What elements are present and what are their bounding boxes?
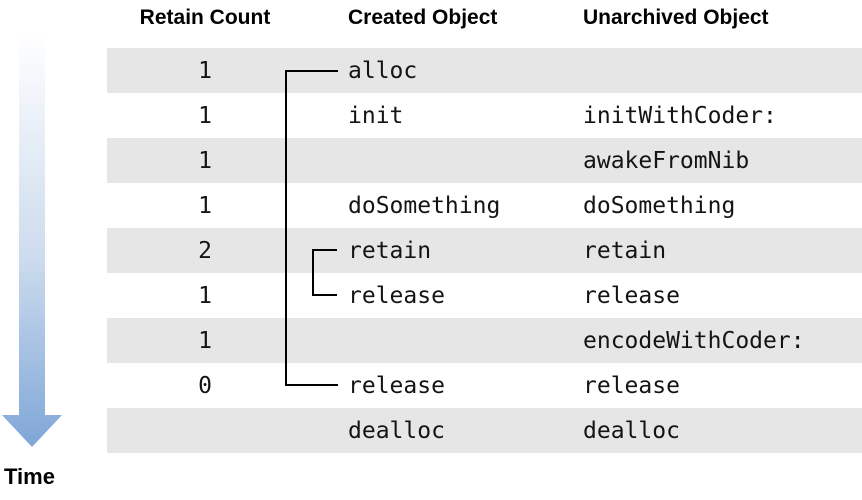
unarchived-object-method: awakeFromNib bbox=[583, 147, 750, 174]
unarchived-object-method: release bbox=[583, 372, 680, 399]
unarchived-object-method: retain bbox=[583, 237, 667, 264]
unarchived-object-method: release bbox=[583, 282, 680, 309]
table-row: 1 encodeWithCoder: bbox=[107, 318, 862, 363]
time-arrow-icon bbox=[2, 30, 62, 447]
table-row: 1 release release bbox=[107, 273, 862, 318]
retain-count-value: 1 bbox=[198, 327, 212, 354]
created-object-method: init bbox=[348, 102, 404, 129]
unarchived-object-method: initWithCoder: bbox=[583, 102, 777, 129]
created-object-method: alloc bbox=[348, 57, 418, 84]
retain-count-value: 1 bbox=[198, 102, 212, 129]
table-row: 0 release release bbox=[107, 363, 862, 408]
time-arrow bbox=[1, 30, 63, 450]
table-row: 1 init initWithCoder: bbox=[107, 93, 862, 138]
column-header-unarchived-object: Unarchived Object bbox=[583, 6, 769, 29]
table-row: 1 alloc bbox=[107, 48, 862, 93]
created-object-method: dealloc bbox=[348, 417, 445, 444]
retain-count-value: 2 bbox=[198, 237, 212, 264]
retain-count-value: 1 bbox=[198, 282, 212, 309]
created-object-method: retain bbox=[348, 237, 432, 264]
retain-count-value: 0 bbox=[198, 372, 212, 399]
unarchived-object-method: encodeWithCoder: bbox=[583, 327, 805, 354]
column-header-created-object: Created Object bbox=[348, 6, 498, 29]
table-row: dealloc dealloc bbox=[107, 408, 862, 453]
unarchived-object-method: doSomething bbox=[583, 192, 736, 219]
retain-count-value: 1 bbox=[198, 192, 212, 219]
lifecycle-table: 1 alloc 1 init initWithCoder: 1 awakeFro… bbox=[107, 48, 862, 453]
column-header-retain-count: Retain Count bbox=[139, 6, 271, 29]
retain-count-value: 1 bbox=[198, 57, 212, 84]
created-object-method: release bbox=[348, 282, 445, 309]
table-row: 1 awakeFromNib bbox=[107, 138, 862, 183]
table-row: 2 retain retain bbox=[107, 228, 862, 273]
unarchived-object-method: dealloc bbox=[583, 417, 680, 444]
created-object-method: release bbox=[348, 372, 445, 399]
table-row: 1 doSomething doSomething bbox=[107, 183, 862, 228]
time-label: Time bbox=[4, 464, 55, 489]
retain-count-value: 1 bbox=[198, 147, 212, 174]
created-object-method: doSomething bbox=[348, 192, 501, 219]
